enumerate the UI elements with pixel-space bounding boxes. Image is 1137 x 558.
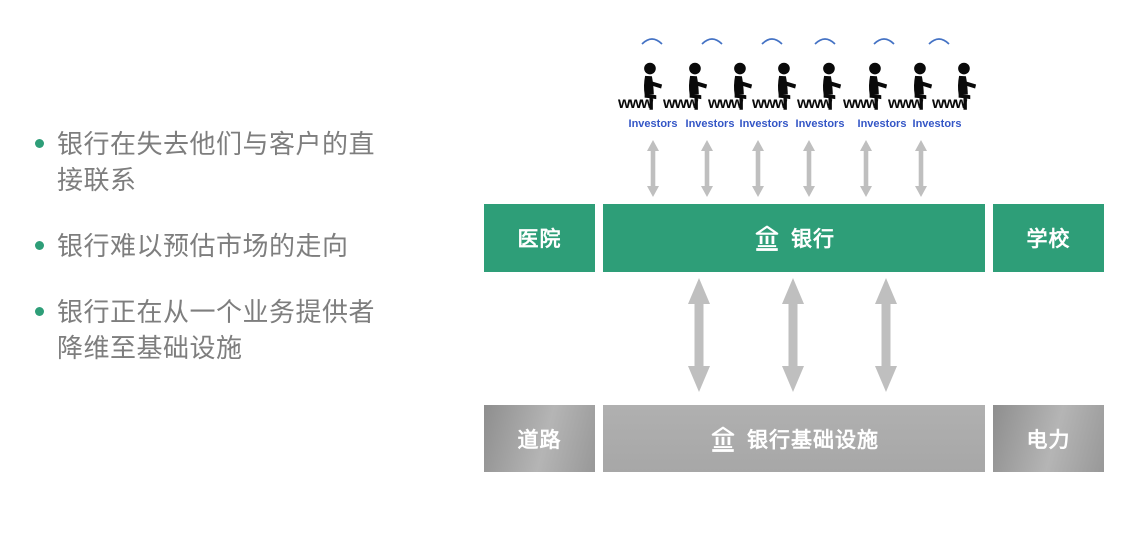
box-hospital: 医院 (484, 204, 595, 272)
arc-icon (928, 38, 950, 45)
person-with-laptop-icon (868, 62, 888, 110)
box-bank-infrastructure: 银行基础设施 (603, 405, 985, 472)
investor-unit: www (663, 59, 710, 112)
double-arrow-icon (875, 278, 897, 392)
person-with-laptop-icon (777, 62, 797, 110)
bank-icon (709, 425, 737, 453)
person-with-laptop-icon (733, 62, 753, 110)
www-label: www (708, 95, 743, 112)
box-label: 道路 (517, 428, 562, 452)
investor-label: Investors (739, 118, 789, 130)
box-label: 医院 (517, 228, 562, 251)
box-school: 学校 (993, 204, 1104, 272)
arc-icon (701, 38, 723, 45)
person-with-laptop-icon (688, 62, 708, 110)
www-label: www (932, 95, 967, 112)
bullet-item: 银行正在从一个业务提供者降维至基础设施 (35, 294, 389, 366)
box-label: 银行基础设施 (747, 428, 879, 452)
www-label: www (618, 95, 653, 112)
double-arrow-icon (782, 278, 804, 392)
arc-decoration (814, 36, 836, 45)
double-arrow-icon (752, 140, 764, 197)
investors-bank-arrow (859, 140, 873, 197)
investor-unit: www (932, 59, 979, 112)
www-label: www (663, 95, 698, 112)
bank-infrastructure-arrow (874, 278, 898, 392)
services-row: 医院 银行 学校 (484, 204, 1104, 272)
investors-bank-arrow (700, 140, 714, 197)
double-arrow-icon (701, 140, 713, 197)
bullet-list: 银行在失去他们与客户的直接联系 银行难以预估市场的走向 银行正在从一个业务提供者… (35, 126, 389, 396)
investor-unit: www (708, 59, 755, 112)
box-label: 学校 (1026, 228, 1071, 251)
investor-label: Investors (857, 118, 907, 130)
bank-infrastructure-arrow (781, 278, 805, 392)
investor-label: Investors (685, 118, 735, 130)
arc-decoration (641, 36, 663, 45)
person-with-laptop-icon (822, 62, 842, 110)
double-arrow-icon (803, 140, 815, 197)
double-arrow-icon (688, 278, 710, 392)
investor-unit: www (888, 59, 935, 112)
infrastructure-row: 道路 银行基础设施 电力 (484, 405, 1104, 472)
arc-icon (814, 38, 836, 45)
arc-decoration (873, 36, 895, 45)
bank-infrastructure-arrow (687, 278, 711, 392)
bullet-item: 银行在失去他们与客户的直接联系 (35, 126, 389, 198)
investor-unit: www (797, 59, 844, 112)
arc-icon (641, 38, 663, 45)
box-power: 电力 (993, 405, 1104, 472)
arc-icon (761, 38, 783, 45)
bank-icon (753, 224, 781, 252)
investor-label: Investors (795, 118, 845, 130)
double-arrow-icon (915, 140, 927, 197)
www-label: www (752, 95, 787, 112)
investors-bank-arrow (802, 140, 816, 197)
arc-decoration (928, 36, 950, 45)
box-road: 道路 (484, 405, 595, 472)
investors-bank-arrow (751, 140, 765, 197)
arc-decoration (701, 36, 723, 45)
person-with-laptop-icon (957, 62, 977, 110)
www-label: www (888, 95, 923, 112)
investor-unit: www (618, 59, 665, 112)
www-label: www (797, 95, 832, 112)
double-arrow-icon (860, 140, 872, 197)
investors-bank-arrow (646, 140, 660, 197)
bullet-item: 银行难以预估市场的走向 (35, 228, 389, 264)
investor-unit: www (843, 59, 890, 112)
investors-bank-arrow (914, 140, 928, 197)
investor-label: Investors (912, 118, 962, 130)
arc-decoration (761, 36, 783, 45)
investor-label: Investors (628, 118, 678, 130)
box-label: 银行 (791, 228, 835, 251)
double-arrow-icon (647, 140, 659, 197)
www-label: www (843, 95, 878, 112)
investor-unit: www (752, 59, 799, 112)
person-with-laptop-icon (643, 62, 663, 110)
person-with-laptop-icon (913, 62, 933, 110)
box-label: 电力 (1026, 428, 1071, 452)
box-bank: 银行 (603, 204, 985, 272)
arc-icon (873, 38, 895, 45)
